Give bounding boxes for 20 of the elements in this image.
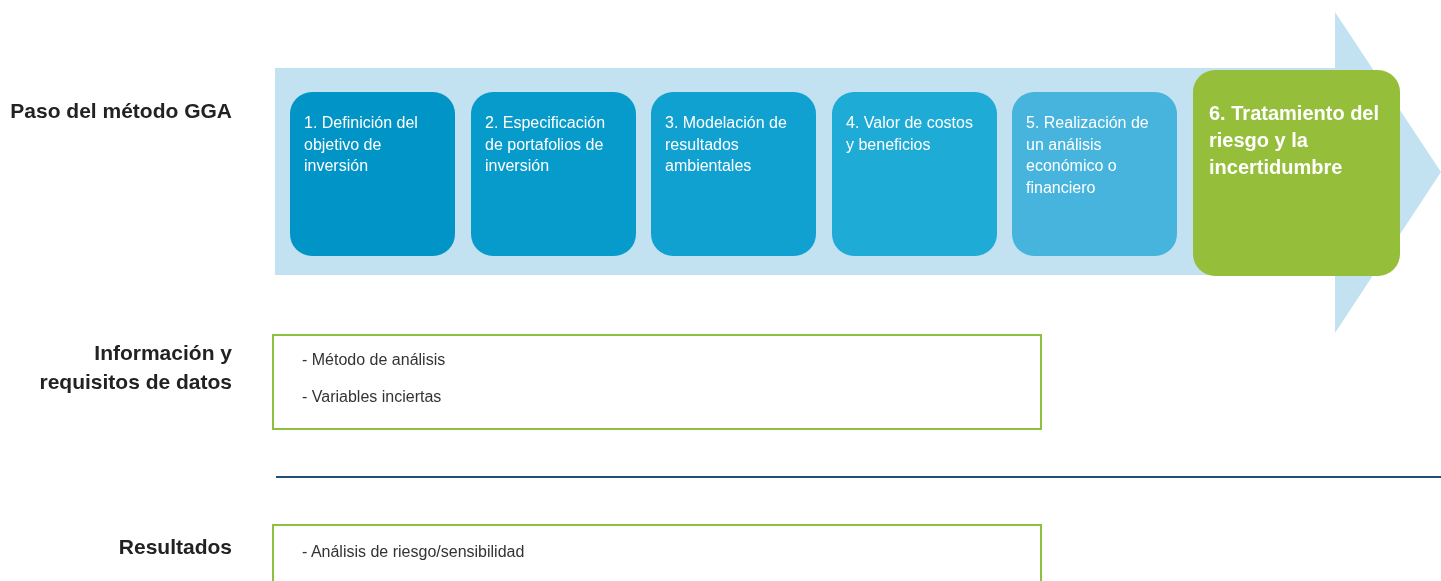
- bullet-text: - Variables inciertas: [302, 386, 443, 407]
- step-box: [651, 92, 816, 256]
- info-box: [272, 524, 1042, 581]
- step-box: [471, 92, 636, 256]
- row-label: Resultados: [117, 534, 232, 560]
- step-text: 1. Definición del objetivo de inversión: [304, 113, 419, 177]
- step-text: 5. Realización de un análisis económico o financiero: [1026, 113, 1150, 198]
- step-box: [1193, 70, 1400, 276]
- bullet-text: - Análisis de riesgo/sensibilidad: [302, 542, 526, 562]
- step-box: [1012, 92, 1177, 256]
- info-box: [272, 334, 1042, 430]
- step-box: [290, 92, 455, 256]
- step-text: 6. Tratamiento del riesgo y la incertidumbre: [1209, 101, 1381, 180]
- row-label: Paso del método GGA: [9, 98, 232, 124]
- bullet-text: - Método de análisis: [302, 350, 447, 370]
- step-text: 4. Valor de costos y beneficios: [846, 113, 974, 155]
- step-text: 2. Especificación de portafolios de inversión: [485, 113, 607, 177]
- row-label: Información y requisitos de datos: [38, 340, 232, 396]
- step-box: [832, 92, 997, 256]
- step-text: 3. Modelación de resultados ambientales: [665, 113, 788, 177]
